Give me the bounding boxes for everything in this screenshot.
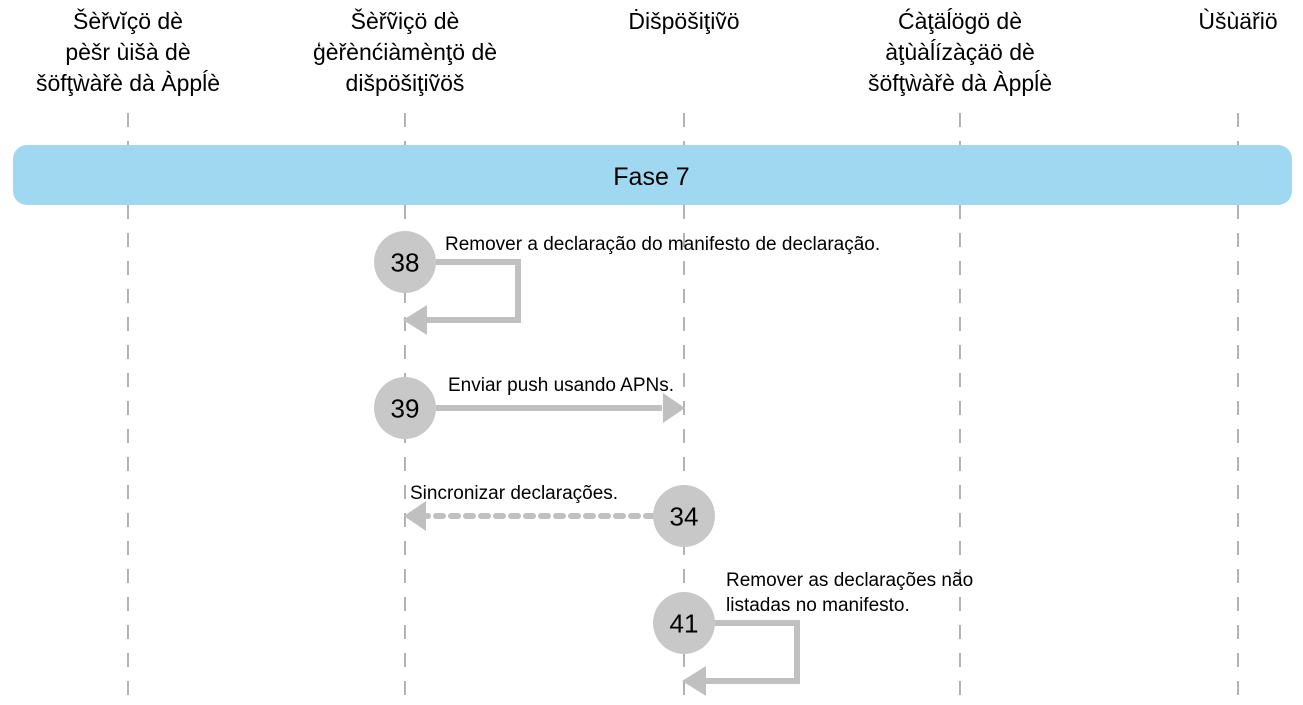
lifeline-header-ll4: Ćàţäĺögö dè àţùàĺízàçäö dè šöfţẁàřè dà À… (867, 8, 1053, 96)
step-number-38: 38 (390, 247, 420, 278)
step-number-41: 41 (669, 608, 699, 639)
message-38 (403, 259, 521, 335)
lifeline-header-ll2: Šèřṽiçö dè ģèřènćiàmènţö dè dišpöšiţiṽöš (312, 8, 498, 96)
phase-bar-layer (13, 145, 1292, 205)
step-badge-41[interactable] (653, 592, 715, 654)
arrowhead-41 (682, 666, 706, 696)
step-number-34: 34 (669, 501, 699, 532)
message-label-39: Enviar push usando APNs. (448, 375, 675, 396)
step-badge-34[interactable] (653, 485, 715, 547)
message-label-38: Remover a declaração do manifesto de dec… (445, 234, 881, 255)
message-label-34: Sincronizar declarações. (410, 483, 619, 504)
arrowhead-39 (663, 393, 685, 423)
lifeline-header-ll3: Ḋišpöšiţiṽö (628, 8, 740, 34)
message-line-41 (706, 620, 800, 684)
arrowhead-38 (403, 305, 427, 335)
phase-bar-label: Fase 7 (613, 163, 690, 191)
step-badges-layer (374, 231, 715, 654)
step-number-39: 39 (390, 393, 420, 424)
message-34 (404, 501, 656, 531)
lifelines-layer (127, 113, 1239, 705)
messages-layer (403, 259, 800, 696)
message-41 (682, 620, 800, 696)
lifeline-header-ll1: Šèřvĭçö dè pèšr ùišà dè šöfţẁàřè dà Àppĺ… (35, 8, 221, 96)
message-39 (436, 393, 685, 423)
phase-bar (13, 145, 1292, 205)
lifeline-header-ll5: Ùšùäřiö (1198, 8, 1278, 34)
message-line-38 (427, 259, 521, 323)
arrowhead-34 (404, 501, 426, 531)
message-label-41: Remover as declarações não listadas no m… (726, 570, 974, 616)
step-badge-39[interactable] (374, 377, 436, 439)
step-badge-38[interactable] (374, 231, 436, 293)
